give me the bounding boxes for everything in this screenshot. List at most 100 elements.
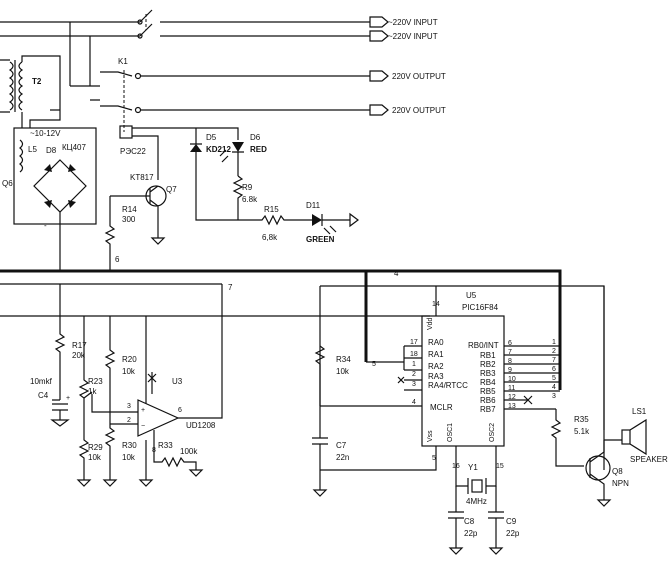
- pic-ra0-net: 5: [372, 361, 376, 368]
- pic-osc1: OSC1: [447, 423, 454, 442]
- u3-pin6: 6: [178, 407, 182, 414]
- c4-label: C4: [38, 391, 49, 400]
- u5-chip: [421, 315, 505, 447]
- bridge-minus: -: [44, 221, 47, 230]
- mcu-section: U5 PIC16F84 Vdd Vss OSC1 OSC2 MCLR 14 4 …: [312, 286, 560, 555]
- relay-label: РЭС22: [120, 147, 146, 156]
- bus-pin-4: 6: [552, 366, 556, 373]
- ra2-pin: 1: [412, 361, 416, 368]
- net6-label: 6: [115, 255, 120, 264]
- r35-label: R35: [574, 415, 589, 424]
- ls1-speaker: [621, 429, 631, 445]
- secondary-voltage-label: ~10-12V: [30, 129, 61, 138]
- rb4-label: RB4: [480, 378, 496, 387]
- d11-color-label: GREEN: [306, 235, 335, 244]
- ra4-pin: 3: [412, 381, 416, 388]
- speaker-label: SPEAKER: [630, 455, 668, 464]
- r33-value: 100k: [180, 447, 198, 456]
- y1-crystal: [471, 479, 483, 493]
- d8-part-label: КЦ407: [62, 143, 86, 152]
- output-connector-2: [369, 104, 389, 116]
- u5-part-label: PIC16F84: [462, 303, 499, 312]
- rb6-pin: 12: [508, 394, 516, 401]
- q8-label: Q8: [612, 467, 623, 476]
- r15-label: R15: [264, 205, 279, 214]
- c7-value: 22n: [336, 453, 349, 462]
- r17-value: 20k: [72, 351, 86, 360]
- u3-plus: +: [141, 407, 145, 414]
- bus-pin-7: 3: [552, 393, 556, 400]
- y1-label: Y1: [468, 463, 478, 472]
- q7-part-label: KT817: [130, 173, 154, 182]
- u3-minus: −: [141, 423, 145, 430]
- rb7-label: RB7: [480, 405, 496, 414]
- r9-label: R9: [242, 183, 253, 192]
- bus-pin-6: 4: [552, 384, 556, 391]
- u3-pin3: 3: [127, 403, 131, 410]
- y1-value: 4MHz: [466, 497, 487, 506]
- k1-label: K1: [118, 57, 128, 66]
- pic-osc2-pin: 15: [496, 463, 504, 470]
- input-connector-1: [369, 16, 389, 28]
- r15-value: 6,8k: [262, 233, 278, 242]
- pic-left-pins: RA0 RA1 RA2 RA3 RA4/RTCC 17 18 1 2 3: [320, 338, 468, 407]
- pic-right-pins: RB0/INT RB1 RB2 RB3 RB4 RB5 RB6 RB7 6 7 …: [468, 339, 560, 414]
- ra3-pin: 2: [412, 371, 416, 378]
- r33-label: R33: [158, 441, 173, 450]
- rb0-label: RB0/INT: [468, 341, 499, 350]
- ra0-label: RA0: [428, 338, 444, 347]
- ra0-pin: 17: [410, 339, 418, 346]
- r23-label: R23: [88, 377, 103, 386]
- q6-top-label: Q6: [2, 179, 13, 188]
- rb5-pin: 11: [508, 385, 515, 392]
- driver-section: РЭС22 D5 KD212 D6 RED R9 6.8k KT817 Q7 R…: [104, 125, 359, 270]
- u5-label: U5: [466, 291, 477, 300]
- ra1-pin: 18: [410, 351, 418, 358]
- ra4-label: RA4/RTCC: [428, 381, 468, 390]
- d11-label: D11: [306, 201, 321, 210]
- r20-value: 10k: [122, 367, 136, 376]
- pic-vss-pin: 5: [432, 455, 436, 462]
- ra1-label: RA1: [428, 350, 444, 359]
- c8-value: 22p: [464, 529, 478, 538]
- bus-pin-1: 1: [552, 339, 556, 346]
- speaker-section: R35 5.1k Q8 NPN LS1 SPEAKER: [550, 286, 668, 507]
- rb0-pin: 6: [508, 340, 512, 347]
- r23-value: 1k: [88, 387, 97, 396]
- rb5-label: RB5: [480, 387, 496, 396]
- d8-bridge: [33, 159, 87, 213]
- d6-label: D6: [250, 133, 261, 142]
- rb4-pin: 10: [508, 376, 516, 383]
- rectifier-section: ~10-12V L5 D8 КЦ407 Q6 -: [2, 127, 97, 270]
- d5-label: D5: [206, 133, 217, 142]
- net4-label: 4: [394, 269, 399, 278]
- input-connector-2: [369, 30, 389, 42]
- transformer-t2: T2: [0, 55, 61, 128]
- ls1-label: LS1: [632, 407, 647, 416]
- ra2-label: RA2: [428, 362, 444, 371]
- q8-type: NPN: [612, 479, 629, 488]
- c8-label: C8: [464, 517, 475, 526]
- c4-plus: +: [66, 395, 70, 402]
- c9-label: C9: [506, 517, 517, 526]
- u3-label: U3: [172, 377, 183, 386]
- rb1-label: RB1: [480, 351, 496, 360]
- u3-part-label: UD1208: [186, 421, 216, 430]
- r29-label: R29: [88, 443, 103, 452]
- r34-value: 10k: [336, 367, 350, 376]
- r30-value: 10k: [122, 453, 136, 462]
- rb6-label: RB6: [480, 396, 496, 405]
- rb7-pin: 13: [508, 403, 516, 410]
- u3-opamp: [137, 399, 180, 437]
- d8-label: D8: [46, 146, 57, 155]
- bus-lines: 6 7 4: [0, 255, 605, 470]
- mains-section: ~220V INPUT ~220V INPUT K1 220V OUTPUT 2…: [0, 9, 446, 132]
- input2-label: ~220V INPUT: [388, 32, 438, 41]
- output1-label: 220V OUTPUT: [392, 72, 446, 81]
- r14-label: R14: [122, 205, 137, 214]
- bus-pin-5: 5: [552, 375, 556, 382]
- r20-label: R20: [122, 355, 137, 364]
- d6-color-label: RED: [250, 145, 267, 154]
- pic-vss: Vss: [427, 430, 434, 442]
- r34-label: R34: [336, 355, 351, 364]
